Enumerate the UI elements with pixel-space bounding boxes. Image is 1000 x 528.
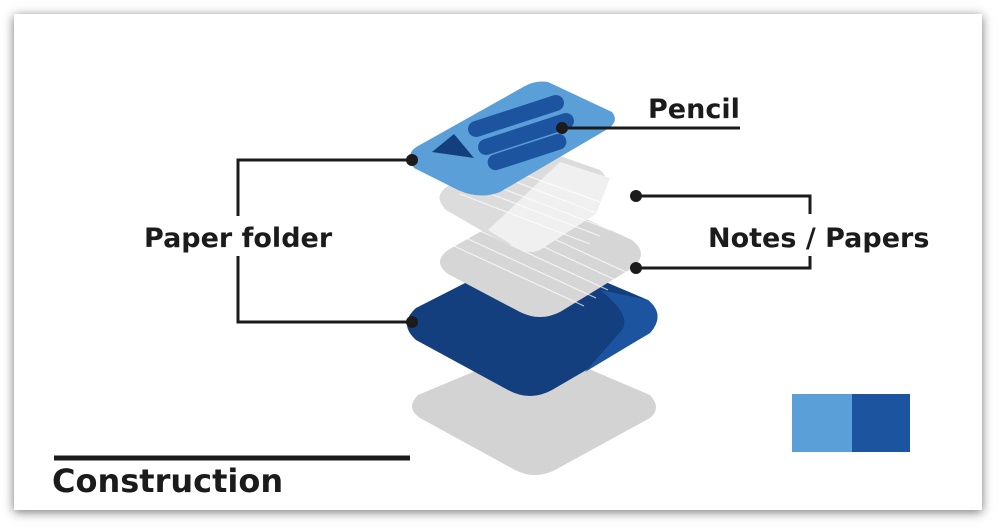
pencil-slot-1: [468, 95, 564, 137]
notes-papers-leader: [630, 190, 812, 274]
swatch-dark-blue: [852, 394, 910, 452]
construction-title: Construction: [52, 462, 283, 500]
label-pencil: Pencil: [648, 94, 740, 125]
paper-folder-leader: [236, 154, 418, 328]
label-notes-papers: Notes / Papers: [708, 223, 929, 254]
arrow-triangle-icon: [432, 134, 474, 158]
swatch-light-blue: [792, 394, 852, 452]
pencil-slot-3: [487, 133, 567, 171]
folder-tray-rim: [585, 290, 658, 372]
pencil-leader: [556, 122, 740, 134]
label-paper-folder: Paper folder: [144, 223, 333, 254]
base-layer: [411, 346, 656, 475]
pencil-slot-2: [478, 113, 574, 155]
folder-top-cover: [409, 81, 615, 196]
